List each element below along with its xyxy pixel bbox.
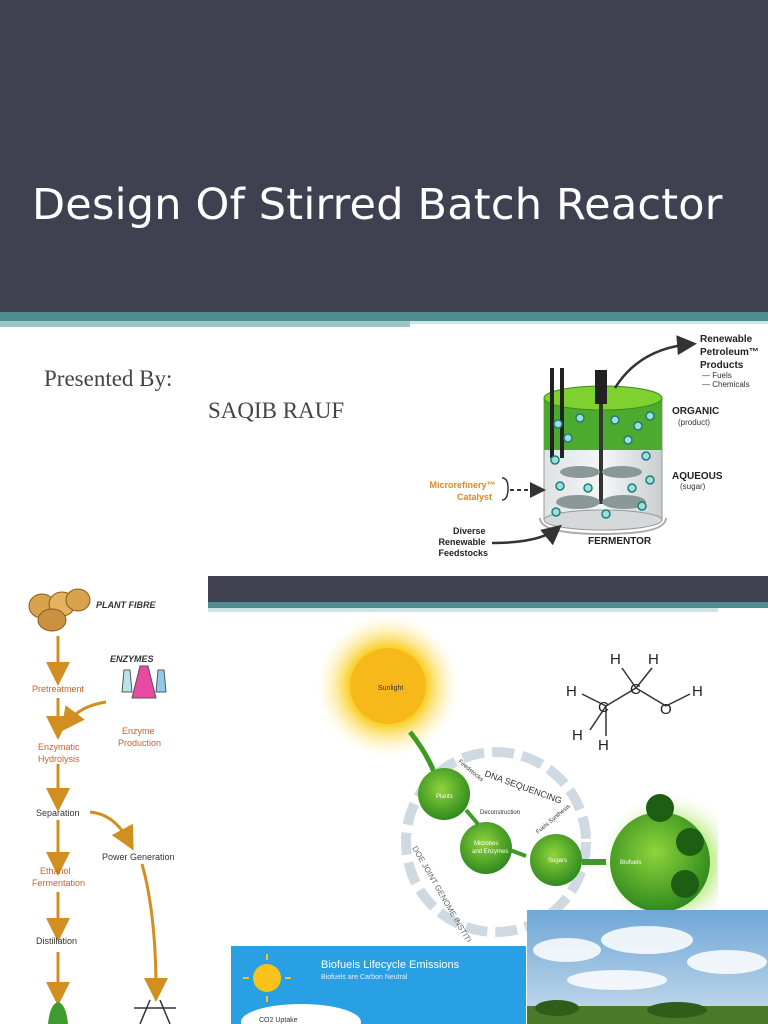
distillation-label: Distillation	[36, 936, 77, 946]
organic-label: ORGANIC	[672, 406, 719, 417]
svg-text:C: C	[630, 681, 641, 698]
process-flow-diagram: PLANT FIBRE ENZYMES Pretreatment Enzyme …	[0, 574, 208, 1024]
ethanol-molecule: H H H C C O H H H	[566, 651, 703, 754]
svg-text:H: H	[566, 683, 577, 700]
biofuel-cycle-diagram: Sunlight Plants Microbes and Enzymes Sug…	[316, 614, 718, 942]
separation-label: Separation	[36, 808, 80, 818]
fuels-synthesis-label: Fuels Synthesis	[535, 804, 571, 836]
ethanol-drop-icon	[48, 1002, 68, 1024]
title-header	[0, 0, 768, 312]
accent-band	[0, 312, 768, 321]
slide-strip-accent	[208, 602, 768, 608]
plant-fibre-label: PLANT FIBRE	[96, 600, 156, 610]
lifecycle-subtitle: Biofuels are Carbon Neutral	[321, 974, 408, 981]
renewable-line-3: Products	[700, 360, 744, 371]
sunlight-label: Sunlight	[378, 685, 403, 692]
fermentor-diagram: Renewable Petroleum™ Products — Fuels — …	[429, 334, 762, 558]
svg-text:C: C	[598, 699, 609, 716]
power-tower-icon	[134, 999, 176, 1024]
plant-fibre-icon	[28, 588, 91, 632]
organic-sub-label: (product)	[678, 418, 710, 427]
renewable-line-1: Renewable	[700, 334, 753, 345]
microrefinery-line-1: Microrefinery™	[429, 480, 495, 490]
microbes-line-2: and Enzymes	[472, 849, 508, 855]
fuels-label: — Fuels	[702, 371, 732, 380]
svg-text:H: H	[572, 727, 583, 744]
enzymes-label: ENZYMES	[110, 654, 154, 664]
svg-text:H: H	[610, 651, 621, 668]
renewable-line-2: Petroleum™	[700, 347, 759, 358]
svg-text:H: H	[648, 651, 659, 668]
plants-label: Plants	[436, 794, 453, 800]
accent-band-faint	[410, 321, 768, 324]
svg-text:Diverse Renewable Feed: Diverse Renewable Feedstocks	[438, 526, 488, 558]
power-generation-label: Power Generation	[102, 852, 175, 862]
fermentation-line-2: Fermentation	[32, 878, 85, 888]
landscape-photo	[527, 910, 768, 1024]
hydrolysis-line-1: Enzymatic	[38, 742, 80, 752]
lifecycle-illustration: Biofuels Lifecycle Emissions Biofuels ar…	[231, 946, 526, 1024]
chemicals-label: — Chemicals	[702, 380, 750, 389]
enzyme-production-line-2: Production	[118, 738, 161, 748]
svg-text:O: O	[660, 701, 672, 718]
lifecycle-emissions-panel: Biofuels Lifecycle Emissions Biofuels ar…	[231, 946, 526, 1024]
aqueous-sub-label: (sugar)	[680, 482, 706, 491]
enzyme-production-line-1: Enzyme	[122, 726, 155, 736]
svg-text:H: H	[598, 737, 609, 754]
deconstruction-label: Deconstruction	[480, 810, 520, 816]
slide-strip-faint	[208, 608, 718, 612]
feedstocks-line-1: Diverse	[453, 526, 486, 536]
feedstocks-line-2: Renewable	[438, 537, 485, 547]
microrefinery-line-2: Catalyst	[457, 492, 492, 502]
fermentor-label: FERMENTOR	[588, 536, 652, 547]
biofuels-label: Biofuels	[620, 860, 641, 866]
enzyme-flasks-icon	[121, 665, 167, 699]
svg-text:Microrefinery™ Catalyst: Microrefinery™ Catalyst	[429, 480, 498, 502]
microbes-line-1: Microbes	[474, 841, 498, 847]
pretreatment-label: Pretreatment	[32, 684, 85, 694]
aqueous-label: AQUEOUS	[672, 471, 723, 482]
svg-text:— Fuels — Chemicals: — Fuels — Chemicals	[702, 371, 750, 389]
accent-band-light	[0, 321, 410, 327]
feedstocks-line-3: Feedstocks	[438, 548, 488, 558]
author-name: SAQIB RAUF	[208, 398, 345, 423]
presented-by-label: Presented By:	[44, 366, 173, 391]
fermentation-line-1: Ethanol	[40, 866, 71, 876]
sugars-label: Sugars	[548, 858, 567, 864]
lifecycle-title: Biofuels Lifecycle Emissions	[321, 959, 460, 971]
svg-text:H: H	[692, 683, 703, 700]
svg-text:Renewable Petroleum™ P: Renewable Petroleum™ Products	[700, 334, 762, 371]
co2-uptake-label: CO2 Uptake	[259, 1017, 298, 1024]
hydrolysis-line-2: Hydrolysis	[38, 754, 80, 764]
slide-title: Design Of Stirred Batch Reactor	[32, 180, 723, 230]
